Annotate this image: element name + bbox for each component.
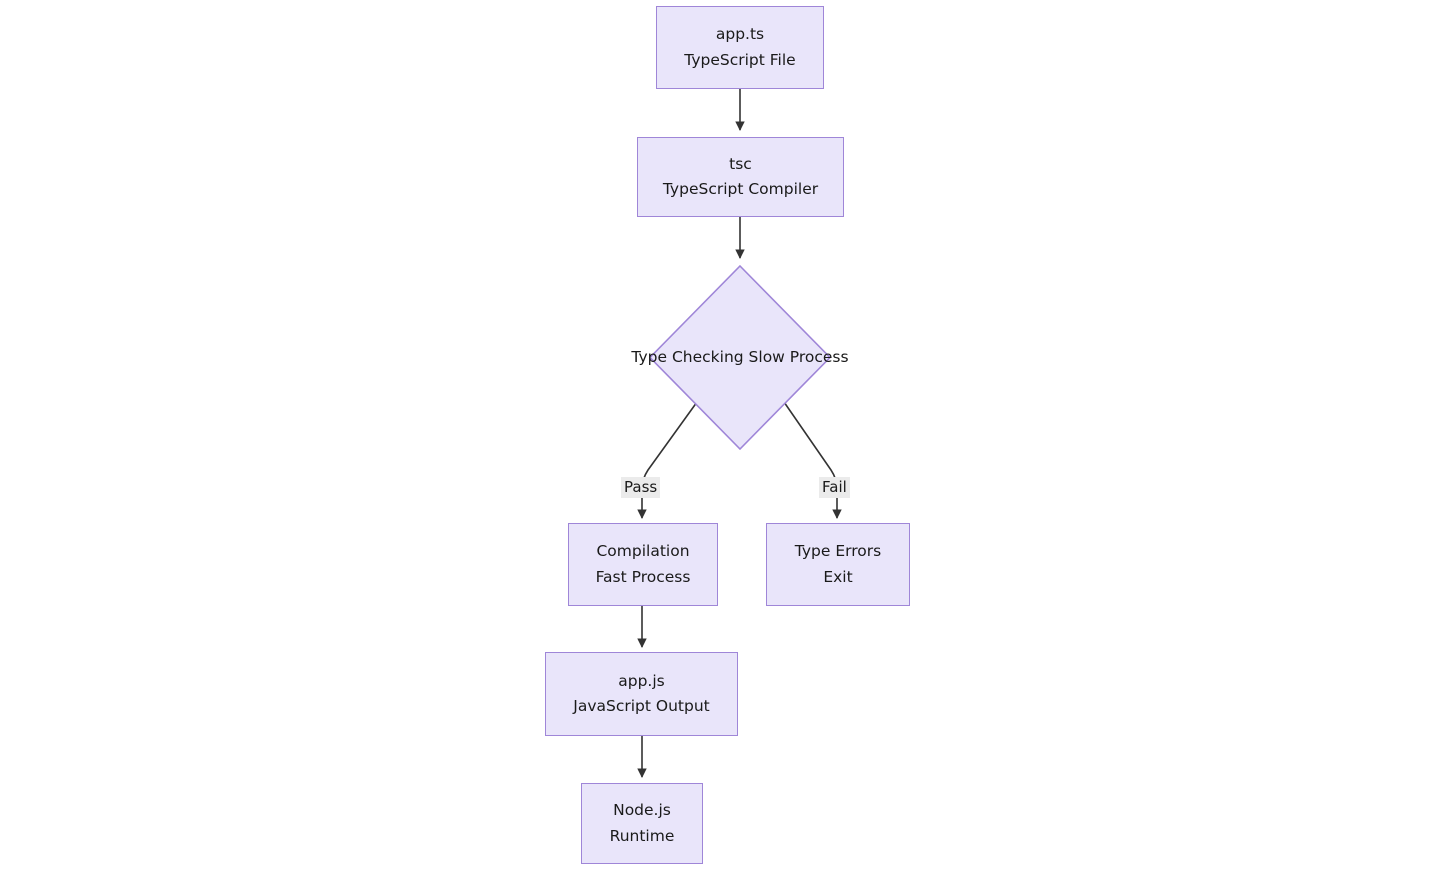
node-type-errors[interactable]: Type Errors Exit: [766, 523, 910, 606]
node-nodejs-line1: Node.js: [613, 801, 671, 820]
edge-label-fail: Fail: [819, 477, 850, 498]
node-compilation-line1: Compilation: [596, 542, 690, 561]
node-type-checking-text: Type Checking Slow Process: [631, 345, 848, 370]
node-app-js-line1: app.js: [618, 671, 665, 690]
node-app-js-line2: JavaScript Output: [573, 697, 710, 715]
node-tsc-line2: TypeScript Compiler: [662, 180, 819, 198]
node-app-ts-line2: TypeScript File: [684, 50, 796, 69]
edge-label-pass: Pass: [621, 477, 661, 498]
node-app-js[interactable]: app.js JavaScript Output: [545, 652, 738, 736]
node-tsc[interactable]: tsc TypeScript Compiler: [637, 137, 844, 217]
node-compilation[interactable]: Compilation Fast Process: [568, 523, 718, 606]
node-type-checking-line2: Slow Process: [748, 347, 849, 366]
node-type-checking[interactable]: Type Checking Slow Process: [631, 265, 849, 450]
node-app-ts-line1: app.ts: [715, 25, 765, 44]
node-nodejs-line2: Runtime: [609, 826, 675, 845]
node-tsc-line1: tsc: [729, 154, 752, 173]
node-nodejs[interactable]: Node.js Runtime: [581, 783, 703, 864]
diamond-shape: [649, 265, 831, 450]
node-type-errors-line1: Type Errors: [794, 542, 882, 561]
node-type-checking-line1: Type Checking: [631, 347, 744, 366]
node-compilation-line2: Fast Process: [595, 567, 691, 586]
node-type-errors-line2: Exit: [823, 567, 853, 586]
node-app-ts[interactable]: app.ts TypeScript File: [656, 6, 824, 89]
